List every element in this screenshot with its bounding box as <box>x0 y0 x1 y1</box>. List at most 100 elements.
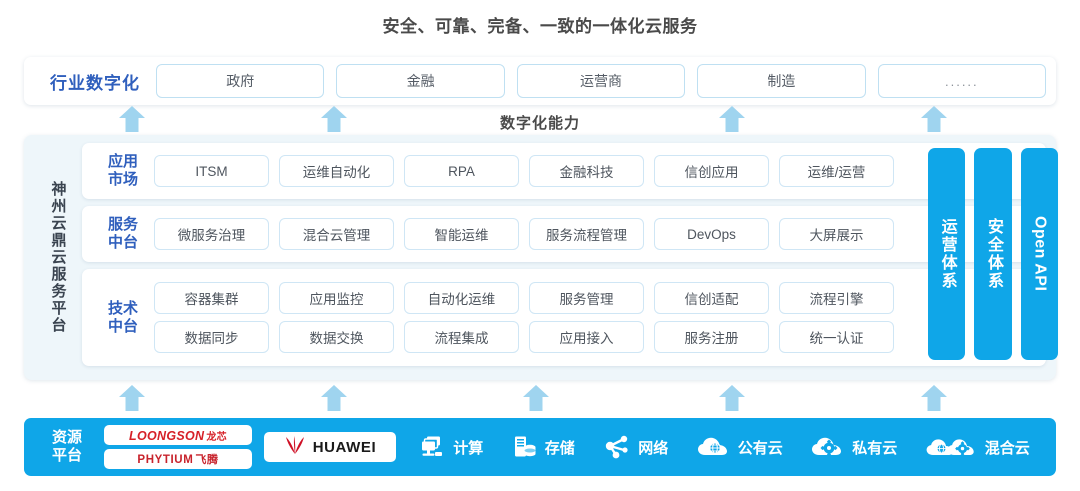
row-line: 容器集群 应用监控 自动化运维 服务管理 信创适配 流程引擎 <box>154 282 894 314</box>
vertical-bar-security-system[interactable]: 安全体系 <box>974 148 1012 360</box>
industry-item-finance[interactable]: 金融 <box>336 64 505 98</box>
huawei-logo[interactable]: HUAWEI <box>264 432 396 462</box>
resource-platform-label: 资源 平台 <box>36 429 98 465</box>
top-arrow-band <box>0 105 1080 135</box>
up-arrow-icon-bottom-1 <box>118 384 146 412</box>
row-label-line2: 市场 <box>107 171 138 188</box>
cell-process-integration[interactable]: 流程集成 <box>404 321 519 353</box>
industry-item-telecom[interactable]: 运营商 <box>516 64 686 98</box>
resource-item-compute-label: 计算 <box>453 439 484 457</box>
cell-data-sync[interactable]: 数据同步 <box>154 321 269 353</box>
cell-fintech[interactable]: 金融科技 <box>529 155 644 187</box>
vertical-bar-open-api[interactable]: Open API <box>1020 148 1058 360</box>
platform-rows: 应用 市场 ITSM 运维自动化 RPA 金融科技 信创应用 运维/运营 服务 … <box>82 143 1046 372</box>
cell-ops-automation[interactable]: 运维自动化 <box>279 155 394 187</box>
resource-item-storage-label: 存储 <box>544 439 575 457</box>
cloud-service-platform-panel: 神州云鼎云服务平台 应用 市场 ITSM 运维自动化 RPA 金融科技 信创应用… <box>24 135 1056 380</box>
row-label-line1: 应用 <box>107 153 138 171</box>
resource-item-storage[interactable]: 存储 <box>512 434 575 460</box>
up-arrow-icon-bottom-5 <box>920 384 948 412</box>
row-tech-midplatform-grid: 容器集群 应用监控 自动化运维 服务管理 信创适配 流程引擎 数据同步 数据交换… <box>154 282 894 353</box>
cell-app-monitoring[interactable]: 应用监控 <box>279 282 394 314</box>
row-line: ITSM 运维自动化 RPA 金融科技 信创应用 运维/运营 <box>154 155 894 187</box>
cell-rpa[interactable]: RPA <box>404 155 519 187</box>
row-app-market: 应用 市场 ITSM 运维自动化 RPA 金融科技 信创应用 运维/运营 <box>82 143 1046 199</box>
huawei-logo-text: HUAWEI <box>312 438 377 456</box>
resource-item-public-cloud[interactable]: 公有云 <box>697 435 783 459</box>
up-arrow-icon-top-2 <box>320 105 348 133</box>
cell-container-cluster[interactable]: 容器集群 <box>154 282 269 314</box>
row-app-market-label: 应用 市场 <box>92 153 154 188</box>
up-arrow-icon-bottom-2 <box>320 384 348 412</box>
public-cloud-icon <box>697 435 731 459</box>
industry-digitalization-card: 行业数字化 政府 金融 运营商 制造 ...... <box>24 57 1056 105</box>
resource-label-line2: 平台 <box>51 447 82 464</box>
cell-service-process-mgmt[interactable]: 服务流程管理 <box>529 218 644 250</box>
row-line: 微服务治理 混合云管理 智能运维 服务流程管理 DevOps 大屏展示 <box>154 218 894 250</box>
page-title: 安全、可靠、完备、一致的一体化云服务 <box>382 17 698 36</box>
loongson-logo-cn: 龙芯 <box>206 431 227 443</box>
row-tech-midplatform-label: 技术 中台 <box>92 300 154 335</box>
row-line: 数据同步 数据交换 流程集成 应用接入 服务注册 统一认证 <box>154 321 894 353</box>
up-arrow-icon-bottom-3 <box>522 384 550 412</box>
cell-devops[interactable]: DevOps <box>654 218 769 250</box>
cell-intelligent-ops[interactable]: 智能运维 <box>404 218 519 250</box>
vertical-bars-group: 运营体系 安全体系 Open API <box>928 148 1058 360</box>
resource-item-private-cloud-label: 私有云 <box>852 439 898 457</box>
cell-service-registration[interactable]: 服务注册 <box>654 321 769 353</box>
row-service-midplatform-label: 服务 中台 <box>92 216 154 251</box>
platform-vertical-label: 神州云鼎云服务平台 <box>49 181 67 334</box>
digital-capability-label: 数字化能力 <box>499 115 580 132</box>
cell-automated-ops[interactable]: 自动化运维 <box>404 282 519 314</box>
hybrid-cloud-icon <box>926 435 978 459</box>
cell-itsm[interactable]: ITSM <box>154 155 269 187</box>
cell-app-access[interactable]: 应用接入 <box>529 321 644 353</box>
cell-xinchuang-app[interactable]: 信创应用 <box>654 155 769 187</box>
phytium-logo-cn: 飞腾 <box>195 454 219 466</box>
cell-process-engine[interactable]: 流程引擎 <box>779 282 894 314</box>
loongson-logo-text: LOONGSON <box>129 428 205 443</box>
industry-items: 政府 金融 运营商 制造 ...... <box>156 64 1047 98</box>
cell-ops-operations[interactable]: 运维/运营 <box>779 155 894 187</box>
cell-service-mgmt[interactable]: 服务管理 <box>529 282 644 314</box>
private-cloud-icon <box>811 435 845 459</box>
up-arrow-icon-bottom-4 <box>718 384 746 412</box>
up-arrow-icon-top-3 <box>718 105 746 133</box>
resource-item-private-cloud[interactable]: 私有云 <box>811 435 897 459</box>
up-arrow-icon-top-1 <box>118 105 146 133</box>
industry-label: 行业数字化 <box>50 73 140 93</box>
resource-item-network[interactable]: 网络 <box>603 434 668 460</box>
network-icon <box>603 434 631 460</box>
industry-item-manufacturing[interactable]: 制造 <box>697 64 866 98</box>
resource-item-network-label: 网络 <box>638 439 669 457</box>
resource-items: 计算 存储 <box>406 434 1044 460</box>
phytium-logo-text: PHYTIUM <box>137 454 194 466</box>
resource-item-hybrid-cloud-label: 混合云 <box>984 439 1030 457</box>
cell-large-screen-display[interactable]: 大屏展示 <box>779 218 894 250</box>
cell-unified-auth[interactable]: 统一认证 <box>779 321 894 353</box>
industry-item-more[interactable]: ...... <box>877 64 1047 98</box>
row-service-midplatform: 服务 中台 微服务治理 混合云管理 智能运维 服务流程管理 DevOps 大屏展… <box>82 206 1046 262</box>
resource-label-line1: 资源 <box>51 429 82 446</box>
huawei-flower-icon <box>284 435 306 460</box>
row-tech-midplatform: 技术 中台 容器集群 应用监控 自动化运维 服务管理 信创适配 流程引擎 数据同… <box>82 269 1046 366</box>
cell-xinchuang-adaptation[interactable]: 信创适配 <box>654 282 769 314</box>
row-label-line2: 中台 <box>107 317 138 335</box>
resource-item-hybrid-cloud[interactable]: 混合云 <box>926 435 1030 459</box>
vertical-bar-operations-system[interactable]: 运营体系 <box>928 148 966 360</box>
resource-item-compute[interactable]: 计算 <box>420 434 483 460</box>
compute-icon <box>420 434 446 460</box>
row-service-midplatform-grid: 微服务治理 混合云管理 智能运维 服务流程管理 DevOps 大屏展示 <box>154 218 894 250</box>
cell-hybrid-cloud-mgmt[interactable]: 混合云管理 <box>279 218 394 250</box>
row-label-line1: 技术 <box>107 299 138 317</box>
industry-item-government[interactable]: 政府 <box>156 64 325 98</box>
resource-item-public-cloud-label: 公有云 <box>737 439 783 457</box>
bottom-arrow-band <box>0 384 1080 418</box>
row-label-line1: 服务 <box>107 216 138 234</box>
cell-microservice-governance[interactable]: 微服务治理 <box>154 218 269 250</box>
up-arrow-icon-top-4 <box>920 105 948 133</box>
cell-data-exchange[interactable]: 数据交换 <box>279 321 394 353</box>
